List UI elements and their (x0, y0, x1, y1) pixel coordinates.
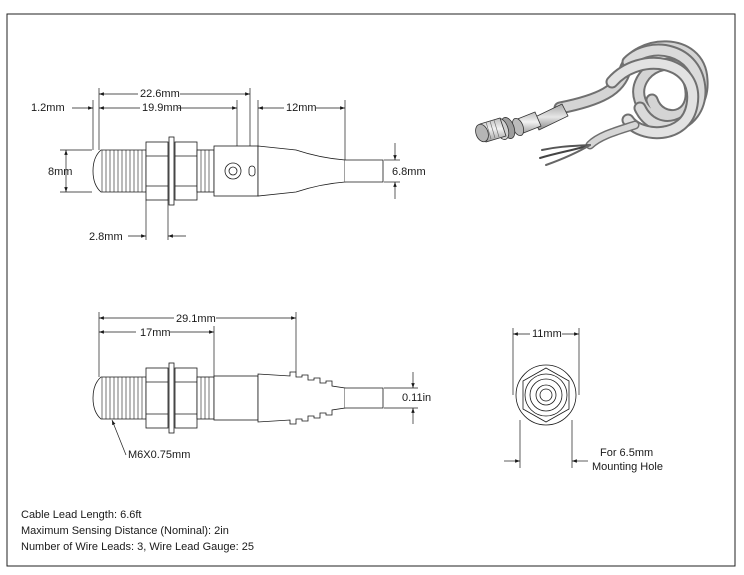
note-sensing-distance: Maximum Sensing Distance (Nominal): 2in (21, 525, 229, 537)
drawing-frame (6, 13, 736, 567)
end-view (515, 364, 577, 426)
dim-12: 12mm (286, 102, 317, 114)
dim-11: 11mm (532, 328, 562, 340)
dim-2-8: 2.8mm (89, 231, 123, 243)
dim-22-6: 22.6mm (140, 88, 180, 100)
mounting-hole-line2: Mounting Hole (592, 461, 663, 473)
thread-spec: M6X0.75mm (128, 449, 190, 461)
dim-8: 8mm (48, 166, 72, 178)
dim-19-9: 19.9mm (142, 102, 182, 114)
end-view-dimensions (504, 328, 588, 468)
top-view (92, 136, 384, 206)
spec-notes: Cable Lead Length: 6.6ft Maximum Sensing… (21, 507, 254, 555)
dim-0-11: 0.11in (402, 392, 431, 404)
side-view (92, 362, 384, 434)
dim-6-8: 6.8mm (392, 166, 426, 178)
mounting-hole-line1: For 6.5mm (600, 447, 653, 459)
thread-lines (101, 150, 143, 192)
isometric-view (475, 40, 709, 166)
side-view-labels: 29.1mm 17mm 0.11in M6X0.75mm (128, 311, 431, 461)
top-view-labels: 22.6mm 19.9mm 12mm 1.2mm 8mm 6.8mm 2.8mm (31, 87, 426, 243)
note-cable-length: Cable Lead Length: 6.6ft (21, 509, 142, 521)
dim-17: 17mm (140, 327, 171, 339)
end-view-labels: 11mm For 6.5mm Mounting Hole (530, 327, 663, 473)
note-wire-leads: Number of Wire Leads: 3, Wire Lead Gauge… (21, 541, 254, 553)
dim-1-2: 1.2mm (31, 102, 65, 114)
dim-29-1: 29.1mm (176, 313, 216, 325)
